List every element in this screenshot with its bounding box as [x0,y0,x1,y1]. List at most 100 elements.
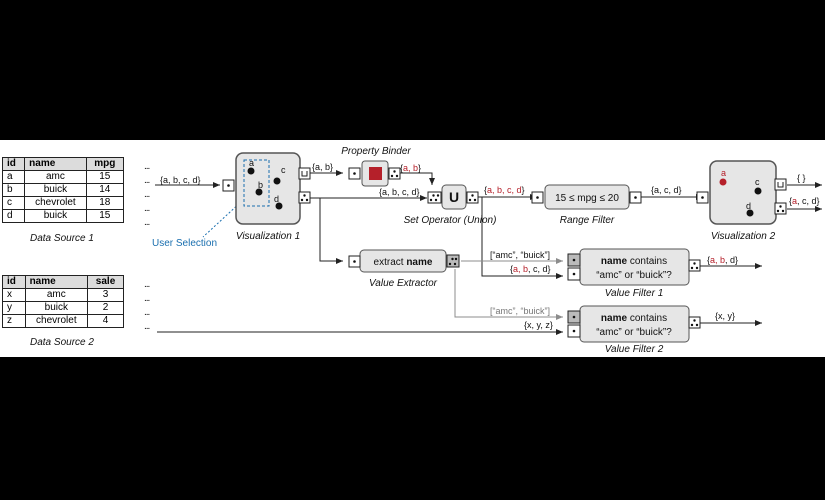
point-label: a [249,158,254,168]
edge-label: {x, y, z} [524,320,553,330]
value-filter-2-caption: Value Filter 2 [605,344,664,355]
table-header: id [2,275,26,289]
row-ellipsis: ... [144,279,150,290]
edge-label: {a, b, c, d} [379,187,420,197]
edge-label-filter1-in: {a, b, c, d} [510,264,551,274]
vis1-all-port[interactable] [298,191,311,204]
row-ellipsis: ... [144,175,150,186]
point-label: c [281,165,286,175]
edge-label: {a, b, c, d} [160,175,201,185]
edge-label: {x, y} [715,311,735,321]
union-symbol: U [449,189,459,205]
edge-label-binder-out: {a, b} [400,163,421,173]
edge-label-part: } [522,185,525,195]
value-filter-1-caption: Value Filter 1 [605,288,664,299]
value-filter-1-line2: “amc” or “buick”? [596,270,672,281]
edge-label-part: { [707,255,710,265]
edge-label-part: a, b [513,264,528,274]
table-row: a amc 15 [1,170,125,184]
visualization-2-node[interactable] [709,160,777,225]
data-source-2-table: id name sale x amc 3 y buick 2 z chevrol… [2,275,124,328]
set-operator-node[interactable] [441,184,467,210]
data-point [746,209,754,217]
value-extractor-caption: Value Extractor [369,278,438,289]
extractor-output-port[interactable] [446,254,460,268]
vis2-selection-port[interactable] [774,178,787,191]
point-label: a [721,168,726,178]
value-filter-2-line2: “amc” or “buick”? [596,327,672,338]
data-source-1-table: id name mpg a amc 15 b buick 14 c chevro… [1,157,125,223]
data-source-1-caption: Data Source 1 [30,233,94,244]
table-header: name [24,275,89,289]
property-binder-caption: Property Binder [341,146,411,157]
table-header: mpg [85,157,125,171]
vis2-all-port[interactable] [774,202,787,215]
dataflow-diagram: a b c d Visualization 1 User Selection {… [152,146,822,355]
row-ellipsis: ... [144,321,150,332]
value-filter-1-line1: name contains [601,256,667,267]
edge-label-part: , c, d} [797,196,820,206]
table-row: y buick 2 [2,301,124,315]
edge-label-part: { [484,185,487,195]
table-cell: 2 [87,301,124,315]
table-header: name [24,157,87,171]
table-row: d buick 15 [1,209,125,223]
edge-label-vis2-all: {a, c, d} [789,196,820,206]
table-cell: 4 [87,314,124,328]
row-ellipsis: ... [144,307,150,318]
row-ellipsis: ... [144,161,150,172]
range-filter-text: 15 ≤ mpg ≤ 20 [555,193,619,204]
filter1-output-port[interactable] [688,259,701,272]
union-input-port[interactable] [427,191,442,204]
table-row: z chevrolet 4 [2,314,124,328]
row-ellipsis: ... [144,189,150,200]
vis1-selection-port[interactable] [298,167,311,180]
data-point-highlighted [719,178,727,186]
color-swatch [369,167,382,180]
data-point [273,177,281,185]
set-operator-caption: Set Operator (Union) [404,215,497,226]
value-extractor-text: extract name [374,257,433,268]
point-label: c [755,177,760,187]
range-filter-node[interactable] [544,184,630,210]
table-cell: d [1,209,26,223]
union-output-port[interactable] [466,191,479,204]
edge-union-to-filter1 [481,197,563,279]
edge-binder-to-union [400,172,435,185]
edge-label-part: , c, d} [528,264,551,274]
edge-label-part: a [792,196,797,206]
table-cell: 15 [85,209,125,223]
value-filter-2-line1: name contains [601,313,667,324]
edge-extractor-to-filter2 [454,269,563,320]
visualization-1-node[interactable] [235,152,301,225]
point-label: b [258,180,263,190]
data-source-2-caption: Data Source 2 [30,337,94,348]
visualization-2-caption: Visualization 2 [711,231,776,242]
data-point [255,188,263,196]
edge-label-part: a, b, c, d [487,185,522,195]
edge-label-part: , d} [725,255,738,265]
filter2-output-port[interactable] [688,316,701,329]
data-point [275,202,283,210]
binder-output-port[interactable] [388,167,401,180]
edge-label: { } [797,173,806,183]
row-ellipsis: ... [144,203,150,214]
edge-label-filter1-out: {a, b, d} [707,255,738,265]
edge-label-part: a, b [710,255,725,265]
range-filter-caption: Range Filter [560,215,615,226]
edge-label: [“amc”, “buick”] [490,250,550,260]
selection-brush[interactable] [243,159,270,207]
edge-label: {a, b} [312,162,333,172]
selection-port-icon [301,171,308,177]
edge-label-union-out: {a, b, c, d} [484,185,525,195]
edge-label: {a, c, d} [651,185,682,195]
edge-label-part: { [510,264,513,274]
port-dot [227,184,230,187]
point-label: d [274,194,279,204]
point-label: d [746,201,751,211]
user-selection-label: User Selection [152,238,217,249]
data-point [754,187,762,195]
row-ellipsis: ... [144,293,150,304]
row-ellipsis: ... [144,217,150,228]
